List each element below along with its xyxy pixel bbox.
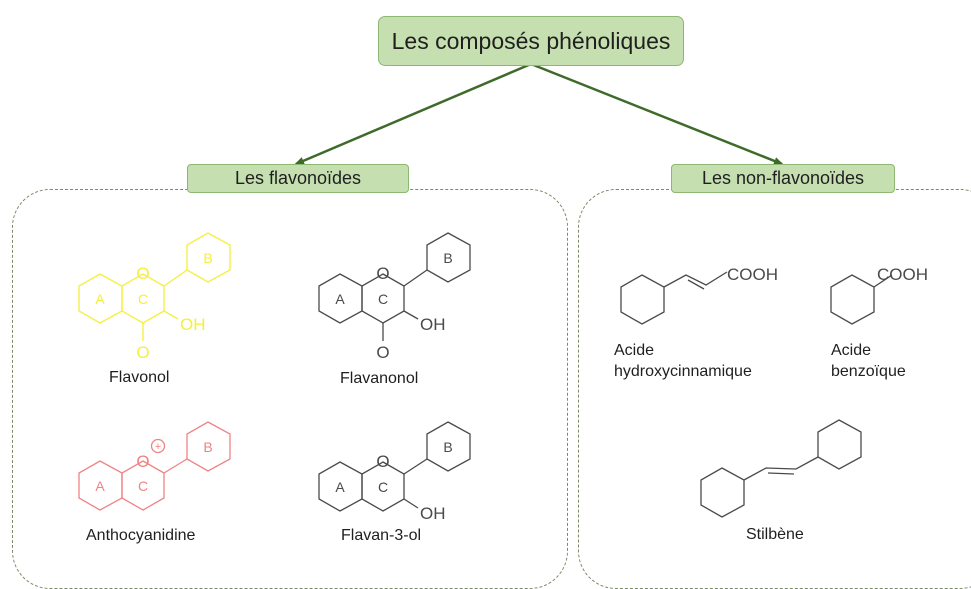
stilbene-structure: [700, 419, 862, 518]
hydroxycinnamique-cooh: COOH: [727, 265, 778, 284]
flavan-3-ol-ring-b: [426, 421, 471, 472]
flavanonol-ring-c-label: C: [378, 291, 388, 307]
anthocyanidine-charge-circle: [150, 438, 166, 454]
flavonol-ring-a-label: A: [95, 291, 105, 307]
anthocyanidine-ring-b: [186, 421, 231, 472]
arrow-to-non-flavonoides: [530, 62, 784, 166]
flavonol-caption: Flavonol: [109, 369, 170, 386]
flavanonol-structure: A C B O O OH: [318, 232, 471, 362]
flavonol-ring-b: [186, 232, 231, 283]
anthocyanidine-bond-cb: [163, 458, 188, 474]
flavan-3-ol-hydroxyl: OH: [420, 504, 446, 523]
anthocyanidine-structure: A C B O +: [78, 421, 231, 511]
benzoique-caption-line2: benzoïque: [831, 363, 906, 380]
anthocyanidine-ring-b-label: B: [203, 439, 212, 455]
anthocyanidine-ring-a-label: A: [95, 478, 105, 494]
flavanonol-ring-a-label: A: [335, 291, 345, 307]
benzoique-bond-cooh: [873, 274, 893, 288]
diagram-canvas: A C B O O OH A C B O O OH A C B O +: [78, 62, 928, 523]
flavanonol-ring-oxygen: O: [376, 264, 389, 283]
hydroxycinnamique-double-bond: [687, 279, 705, 290]
benzoique-cooh: COOH: [877, 265, 928, 284]
stilbene-ring-right: [817, 419, 862, 470]
flavan-3-ol-bond-cb: [403, 458, 428, 475]
flavan-3-ol-structure: A C B O OH: [318, 421, 471, 523]
flavonol-structure: A C B O O OH: [78, 232, 231, 362]
flavonol-hydroxyl: OH: [180, 315, 206, 334]
flavan-3-ol-ring-oxygen: O: [376, 452, 389, 471]
flavan-3-ol-ring-c-label: C: [378, 479, 388, 495]
anthocyanidine-caption: Anthocyanidine: [86, 527, 196, 544]
hydroxycinnamique-structure: COOH: [620, 265, 778, 325]
flavan-3-ol-ring-a-label: A: [335, 479, 345, 495]
flavanonol-bond-coh: [403, 310, 419, 320]
stilbene-ring-left: [700, 467, 745, 518]
stilbene-bridge: [743, 456, 819, 481]
non-flavonoides-box: Les non-flavonoïdes: [671, 164, 895, 193]
benzoique-structure: COOH: [830, 265, 928, 325]
flavanonol-bond-cb: [403, 269, 428, 287]
arrow-to-flavonoides: [294, 62, 532, 166]
flavonol-bond-coh: [163, 310, 179, 320]
flavan-3-ol-caption: Flavan-3-ol: [341, 527, 422, 544]
flavan-3-ol-bond-coh: [403, 498, 419, 509]
hydroxycinnamique-side-chain: [663, 271, 728, 288]
flavonoides-label: Les flavonoïdes: [234, 168, 362, 188]
flavonol-ring-b-label: B: [203, 250, 212, 266]
flavonol-ring-c-label: C: [138, 291, 148, 307]
flavanonol-ring-b-label: B: [443, 250, 452, 266]
flavanonol-ring-b: [426, 232, 471, 283]
flavanonol-carbonyl-oxygen: O: [376, 343, 389, 362]
flavan-3-ol-ring-b-label: B: [443, 439, 452, 455]
flavanonol-hydroxyl: OH: [420, 315, 446, 334]
flavonol-carbonyl-oxygen: O: [136, 343, 149, 362]
stilbene-caption: Stilbène: [746, 526, 804, 543]
hydroxycinnamique-ring: [620, 274, 665, 325]
flavonol-ring-oxygen: O: [136, 264, 149, 283]
hydroxycinnamique-caption-line2: hydroxycinnamique: [614, 363, 752, 380]
non-flavonoides-label: Les non-flavonoïdes: [701, 168, 865, 188]
hydroxycinnamique-caption-line1: Acide: [614, 342, 655, 359]
anthocyanidine-charge: +: [155, 441, 161, 453]
anthocyanidine-ring-c-label: C: [138, 478, 148, 494]
root-box: Les composés phénoliques: [378, 16, 684, 66]
anthocyanidine-ring-oxygen: O: [136, 452, 149, 471]
root-title: Les composés phénoliques: [391, 27, 671, 54]
stilbene-double-bond: [767, 472, 795, 475]
flavonoides-box: Les flavonoïdes: [187, 164, 409, 193]
benzoique-ring: [830, 274, 875, 325]
flavanonol-caption: Flavanonol: [340, 370, 419, 387]
benzoique-caption-line1: Acide: [831, 342, 872, 359]
flavonol-bond-cb: [163, 269, 188, 287]
